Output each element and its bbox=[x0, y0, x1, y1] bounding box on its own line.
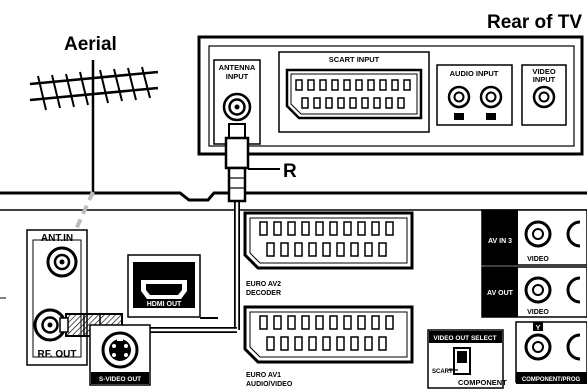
ant-rf-block: ANT.IN RF. OUT bbox=[26, 229, 88, 366]
scart-option-label: SCART bbox=[432, 369, 453, 375]
tv-antenna-input: ANTENNA INPUT bbox=[213, 59, 261, 145]
antenna-input-label-line2: INPUT bbox=[226, 72, 249, 81]
hdmi-out: HDMI OUT bbox=[127, 254, 218, 319]
euro-av2-label-line2: DECODER bbox=[246, 290, 281, 297]
svideo-out: S-VIDEO OUT bbox=[89, 324, 151, 386]
audio-input-label: AUDIO INPUT bbox=[450, 69, 499, 78]
hdmi-out-label: HDMI OUT bbox=[147, 301, 182, 308]
tv-audio-input: AUDIO INPUT bbox=[436, 64, 513, 126]
euro-av1-label-line1: EURO AV1 bbox=[246, 372, 281, 379]
video-label-2: VIDEO bbox=[527, 309, 549, 316]
av-connectors: AV IN 3 VIDEO AV OUT VIDEO Y COMPONENT/P… bbox=[481, 209, 587, 384]
euro-av1-label-line2: AUDIO/VIDEO bbox=[246, 381, 293, 388]
euro-av1-scart: EURO AV1 AUDIO/VIDEO bbox=[243, 305, 414, 388]
video-out-select: VIDEO OUT SELECT SCART COMPONENT bbox=[427, 329, 507, 389]
svideo-out-label: S-VIDEO OUT bbox=[99, 376, 141, 383]
video-out-select-label: VIDEO OUT SELECT bbox=[433, 335, 496, 342]
video-input-label-line1: VIDEO bbox=[532, 67, 556, 76]
tv-video-input: VIDEO INPUT bbox=[521, 64, 567, 126]
ant-in-label: ANT.IN bbox=[41, 233, 73, 244]
euro-av2-label-line1: EURO AV2 bbox=[246, 281, 281, 288]
video-input-label-line2: INPUT bbox=[533, 75, 556, 84]
y-mark-label: Y bbox=[536, 325, 541, 332]
euro-av2-scart: EURO AV2 DECODER bbox=[243, 211, 414, 297]
aerial-title: Aerial bbox=[64, 34, 117, 55]
video-label-1: VIDEO bbox=[527, 256, 549, 263]
component-prog-label: COMPONENT/PROG bbox=[522, 377, 581, 383]
r-marker-label: R bbox=[283, 161, 297, 182]
scart-input-label: SCART INPUT bbox=[329, 55, 380, 64]
aerial-antenna-icon bbox=[29, 60, 159, 192]
rf-out-label: RF. OUT bbox=[38, 349, 77, 360]
antenna-input-label-line1: ANTENNA bbox=[219, 63, 256, 72]
rear-of-tv-title: Rear of TV bbox=[487, 12, 582, 33]
av-in-3-label: AV IN 3 bbox=[488, 238, 512, 245]
component-option-label: COMPONENT bbox=[458, 378, 507, 387]
tv-scart-input: SCART INPUT bbox=[278, 51, 430, 133]
av-out-label: AV OUT bbox=[487, 290, 514, 297]
tv-rear-panel: ANTENNA INPUT SCART INPUT bbox=[197, 35, 584, 156]
